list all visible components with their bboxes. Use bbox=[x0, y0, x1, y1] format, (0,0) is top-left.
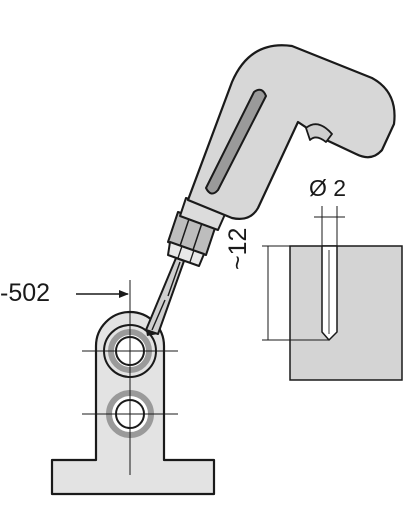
cross-section-block bbox=[289, 245, 403, 381]
drill-window bbox=[205, 88, 267, 195]
diameter-dimension bbox=[314, 206, 345, 246]
drill-trigger bbox=[305, 123, 333, 143]
center-lines bbox=[82, 280, 178, 475]
diameter-label: Ø 2 bbox=[309, 175, 347, 201]
power-drill-icon bbox=[167, 44, 396, 267]
depth-label: ~12 bbox=[224, 227, 252, 270]
offset-label: -502 bbox=[0, 279, 51, 307]
drill-bit-icon bbox=[145, 257, 185, 336]
hinge-bracket bbox=[50, 280, 216, 496]
hole-cross-section bbox=[262, 206, 403, 381]
drill-housing bbox=[186, 44, 396, 220]
depth-dimension bbox=[262, 245, 329, 341]
